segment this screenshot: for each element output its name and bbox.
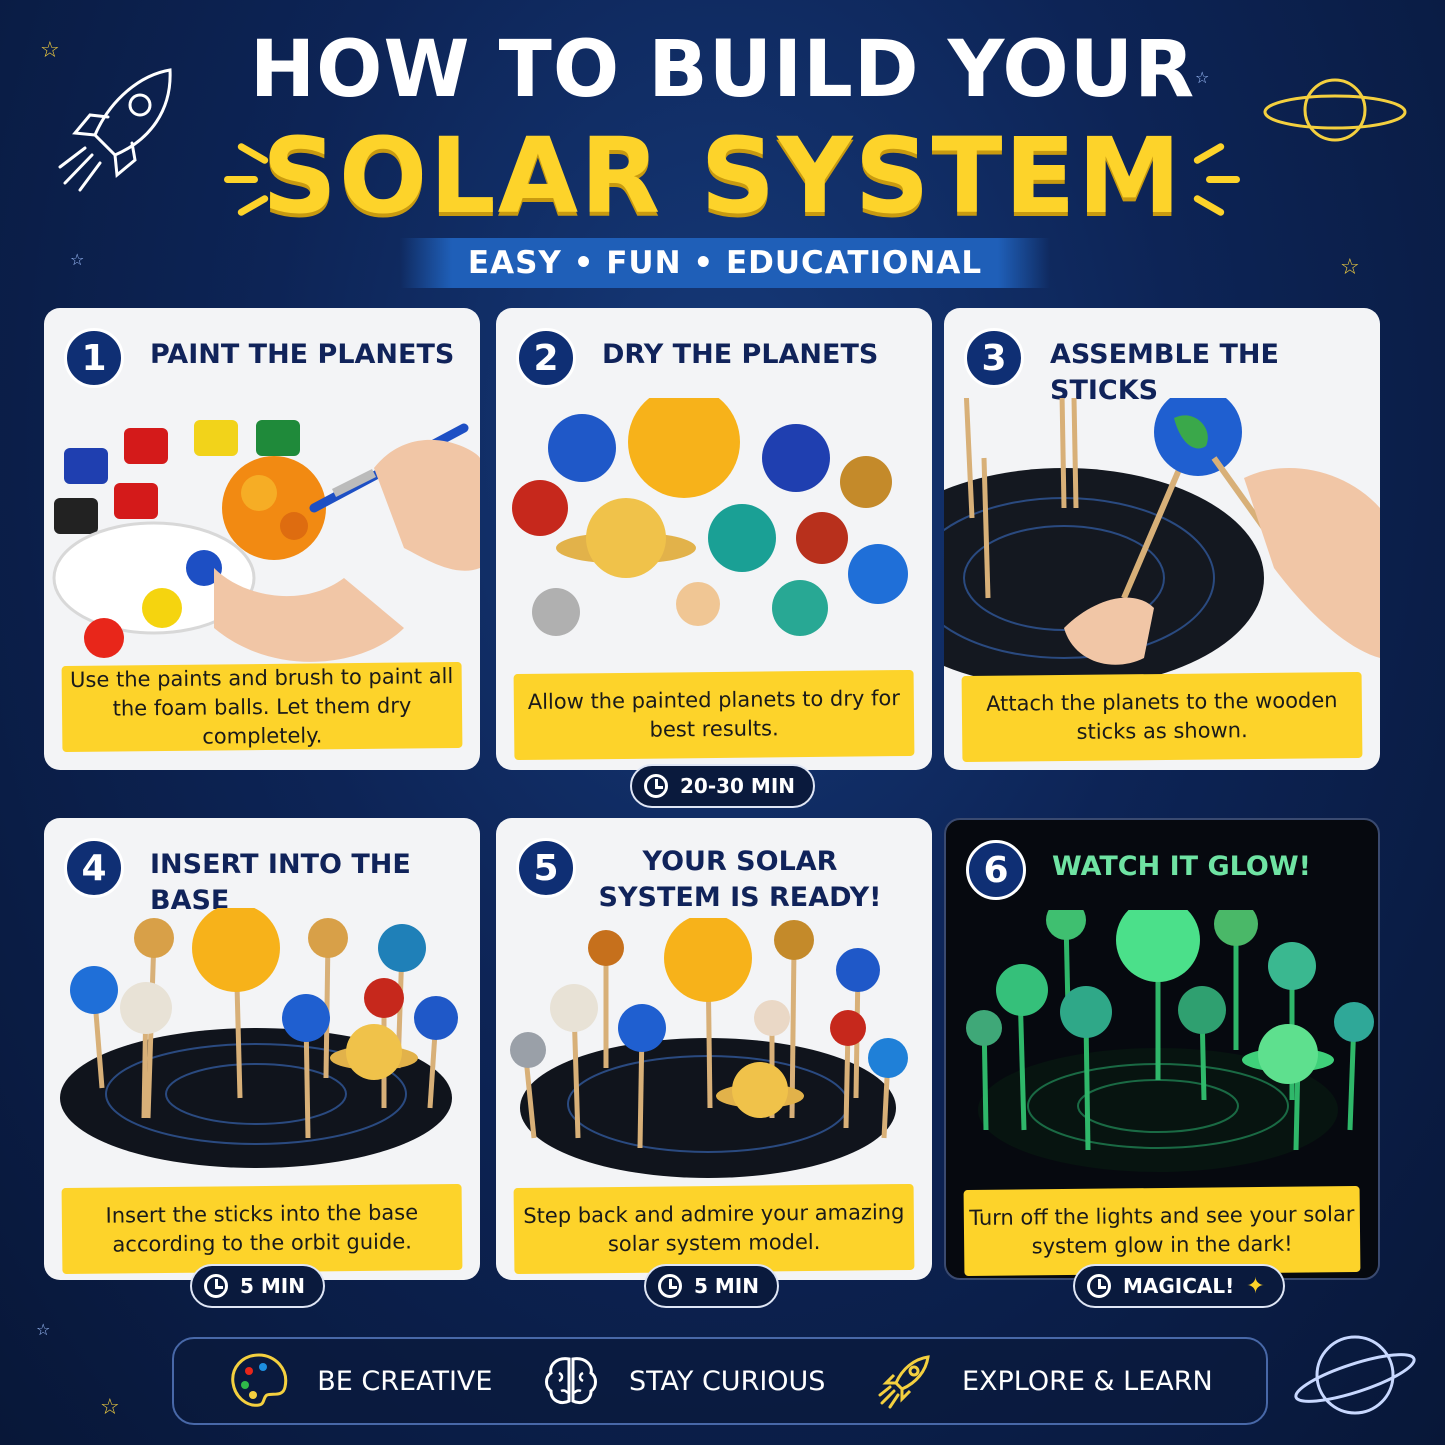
footer-label: BE CREATIVE	[317, 1365, 493, 1397]
burst-right-icon	[1178, 140, 1248, 220]
step-number-badge: 5	[516, 838, 576, 898]
burst-left-icon	[216, 140, 286, 220]
footer-bar: BE CREATIVE STAY CURIOUS EXPLORE & LEARN	[172, 1337, 1268, 1425]
time-label: 20-30 MIN	[680, 774, 796, 798]
saturn-doodle-icon	[1263, 78, 1407, 142]
footer-label: EXPLORE & LEARN	[961, 1365, 1213, 1397]
clock-icon	[204, 1274, 228, 1298]
time-label: 5 MIN	[694, 1274, 759, 1298]
time-badge: MAGICAL! ✦	[1073, 1264, 1285, 1308]
step-number-badge: 1	[64, 328, 124, 388]
footer-item-curious: STAY CURIOUS	[539, 1349, 825, 1413]
planet-doodle-icon	[1294, 1335, 1416, 1415]
step-title: WATCH IT GLOW!	[1052, 851, 1311, 882]
base-illustration	[60, 908, 458, 1168]
step-card-6: 6 WATCH IT GLOW! Turn off the light	[944, 818, 1380, 1280]
star-icon: ☆	[36, 1320, 51, 1339]
clock-icon	[644, 774, 668, 798]
star-icon: ☆	[1195, 68, 1210, 87]
dry-planets-illustration	[512, 398, 908, 636]
step-number-badge: 3	[964, 328, 1024, 388]
step-title: INSERT INTO THE BASE	[150, 849, 411, 916]
rocket-doodle-icon	[58, 68, 172, 192]
palette-icon	[231, 1353, 288, 1407]
step-caption: Step back and admire your amazing solar …	[513, 1183, 915, 1275]
footer-item-creative: BE CREATIVE	[227, 1349, 492, 1413]
star-icon: ☆	[40, 38, 60, 63]
step-number-badge: 2	[516, 328, 576, 388]
sparkle-icon: ✦	[1246, 1273, 1265, 1299]
step-card-2: 2 DRY THE PLANETS Allow the painted plan…	[496, 308, 932, 770]
step-number-badge: 6	[966, 840, 1026, 900]
ready-illustration	[510, 918, 908, 1178]
tagline-banner: EASY • FUN • EDUCATIONAL	[400, 238, 1050, 288]
glow-illustration	[966, 910, 1374, 1172]
step-title: YOUR SOLAR SYSTEM IS READY!	[598, 846, 882, 913]
step-caption: Insert the sticks into the base accordin…	[61, 1183, 463, 1275]
clock-icon	[658, 1274, 682, 1298]
time-badge: 5 MIN	[190, 1264, 325, 1308]
title-top: HOW TO BUILD YOUR	[249, 25, 1196, 115]
time-label: 5 MIN	[240, 1274, 305, 1298]
star-icon: ☆	[1340, 255, 1360, 280]
step-caption: Turn off the lights and see your solar s…	[963, 1185, 1361, 1277]
assemble-illustration	[944, 398, 1380, 678]
step-card-1: 1 PAINT THE PLANETS Use the paints and b…	[44, 308, 480, 770]
step-card-5: 5 YOUR SOLAR SYSTEM IS READY! Step	[496, 818, 932, 1280]
time-label: MAGICAL!	[1123, 1274, 1235, 1298]
step-number-badge: 4	[64, 838, 124, 898]
step-card-4: 4 INSERT INTO THE BASE Insert the sticks…	[44, 818, 480, 1280]
step-caption: Allow the painted planets to dry for bes…	[513, 669, 915, 761]
header: HOW TO BUILD YOUR SOLAR SYSTEM	[0, 28, 1445, 236]
star-icon: ☆	[70, 250, 85, 269]
step-title: DRY THE PLANETS	[602, 339, 879, 370]
brain-icon	[544, 1357, 597, 1405]
footer-label: STAY CURIOUS	[628, 1365, 826, 1397]
rocket-icon	[878, 1355, 930, 1409]
clock-icon	[1087, 1274, 1111, 1298]
painting-illustration	[44, 398, 480, 678]
step-caption: Use the paints and brush to paint all th…	[61, 661, 463, 753]
footer-item-explore: EXPLORE & LEARN	[872, 1349, 1213, 1413]
star-icon: ☆	[100, 1395, 120, 1420]
title-main: SOLAR SYSTEM	[262, 115, 1183, 237]
time-badge: 20-30 MIN	[630, 764, 816, 808]
step-title: ASSEMBLE THE STICKS	[1050, 339, 1279, 406]
time-badge: 5 MIN	[644, 1264, 779, 1308]
step-card-3: 3 ASSEMBLE THE STICKS Attach the planets…	[944, 308, 1380, 770]
step-title: PAINT THE PLANETS	[150, 339, 455, 370]
step-caption: Attach the planets to the wooden sticks …	[961, 671, 1363, 763]
